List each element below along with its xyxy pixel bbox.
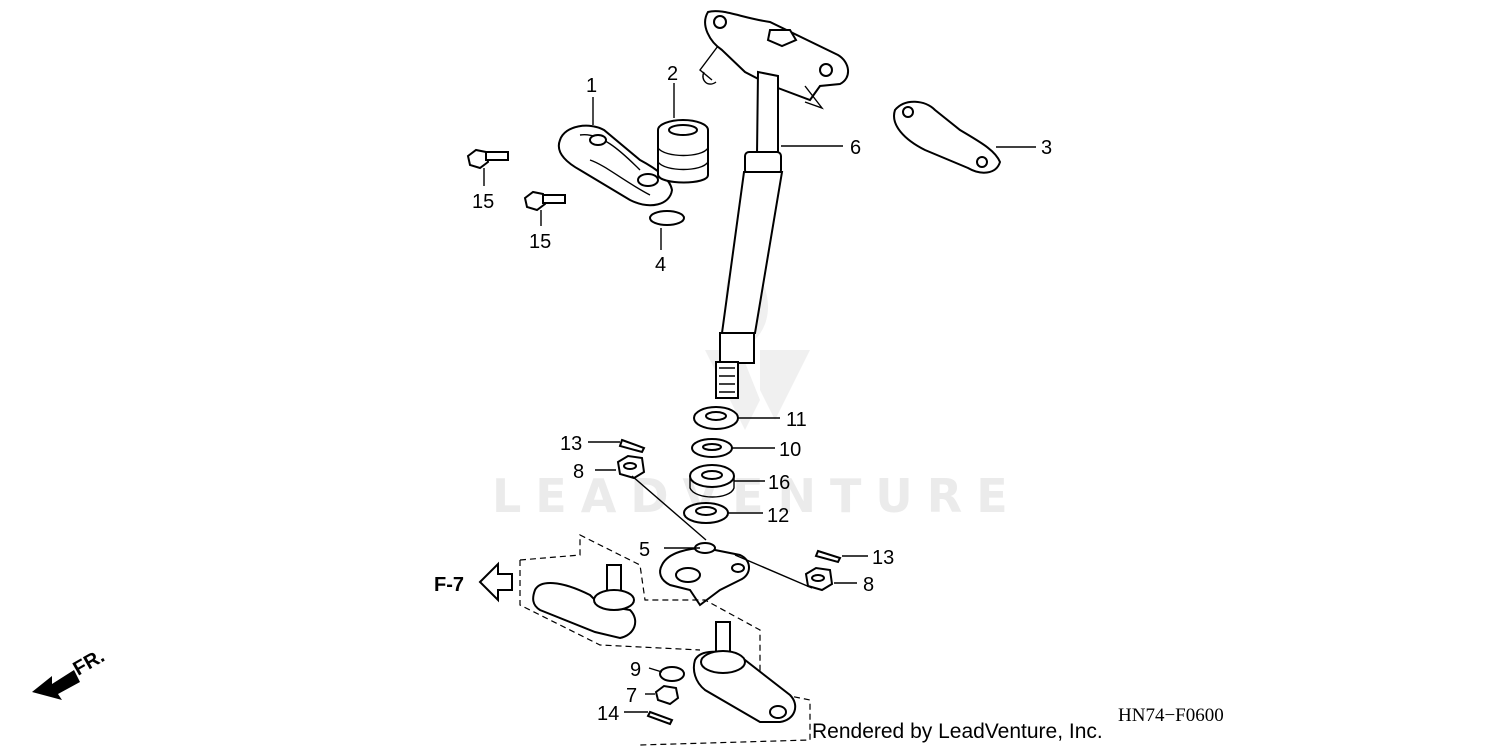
callout-16: 16 <box>768 472 790 494</box>
callout-13-right: 13 <box>872 547 894 569</box>
tie-rod-assembly-outline <box>519 534 811 746</box>
washer-part-10[interactable] <box>691 438 733 458</box>
f7-reference-arrow[interactable]: F-7 <box>434 561 513 603</box>
cotter-pin-part-14[interactable] <box>646 710 674 726</box>
callout-10: 10 <box>779 439 801 461</box>
callout-14: 14 <box>597 703 619 725</box>
callout-4: 4 <box>655 254 666 276</box>
callout-13-left: 13 <box>560 433 582 455</box>
o-ring-part-4[interactable] <box>649 210 685 226</box>
callout-3: 3 <box>1041 137 1052 159</box>
callout-leader-lines <box>483 83 1036 713</box>
cotter-pin-part-13-a[interactable] <box>618 438 646 454</box>
rendered-by-credit: Rendered by LeadVenture, Inc. <box>812 720 1103 743</box>
castle-nut-part-7[interactable] <box>654 684 680 706</box>
callout-12: 12 <box>767 505 789 527</box>
f7-label: F-7 <box>434 574 464 596</box>
bearing-part-11[interactable] <box>693 406 739 430</box>
tie-rod-end-right[interactable] <box>692 621 797 723</box>
holder-plate-part-3[interactable] <box>893 100 1002 174</box>
callout-8-left: 8 <box>573 461 584 483</box>
bolt-part-15-a[interactable] <box>466 148 509 170</box>
callout-5: 5 <box>639 539 650 561</box>
castle-nut-part-8-b[interactable] <box>804 566 834 592</box>
bushing-part-2[interactable] <box>657 119 709 184</box>
seal-part-12[interactable] <box>683 502 729 524</box>
callout-15-top: 15 <box>472 191 494 213</box>
bolt-part-15-b[interactable] <box>523 190 566 212</box>
tie-rod-end-left[interactable] <box>532 564 637 640</box>
steering-arm-part-5[interactable] <box>659 542 750 607</box>
front-direction-arrow-icon: FR. <box>32 645 108 700</box>
callout-1: 1 <box>586 75 597 97</box>
shaft-holder-part-1[interactable] <box>557 124 674 207</box>
callout-numbers: 1 2 3 4 5 6 7 8 8 9 10 11 12 13 13 14 15… <box>472 63 1052 725</box>
steering-shaft-part-6[interactable] <box>699 10 849 399</box>
washer-part-9[interactable] <box>659 666 685 682</box>
cotter-pin-part-13-b[interactable] <box>814 549 842 564</box>
diagram-code: HN74−F0600 <box>1118 705 1224 726</box>
callout-9: 9 <box>630 659 641 681</box>
castle-nut-part-8-a[interactable] <box>616 454 646 480</box>
callout-11: 11 <box>786 409 807 431</box>
callout-8-right: 8 <box>863 574 874 596</box>
callout-2: 2 <box>667 63 678 85</box>
watermark-text: LEADVENTURE <box>492 469 1022 523</box>
callout-15-bottom: 15 <box>529 231 551 253</box>
bearing-part-16[interactable] <box>689 464 735 498</box>
callout-7: 7 <box>626 685 637 707</box>
callout-6: 6 <box>850 137 861 159</box>
